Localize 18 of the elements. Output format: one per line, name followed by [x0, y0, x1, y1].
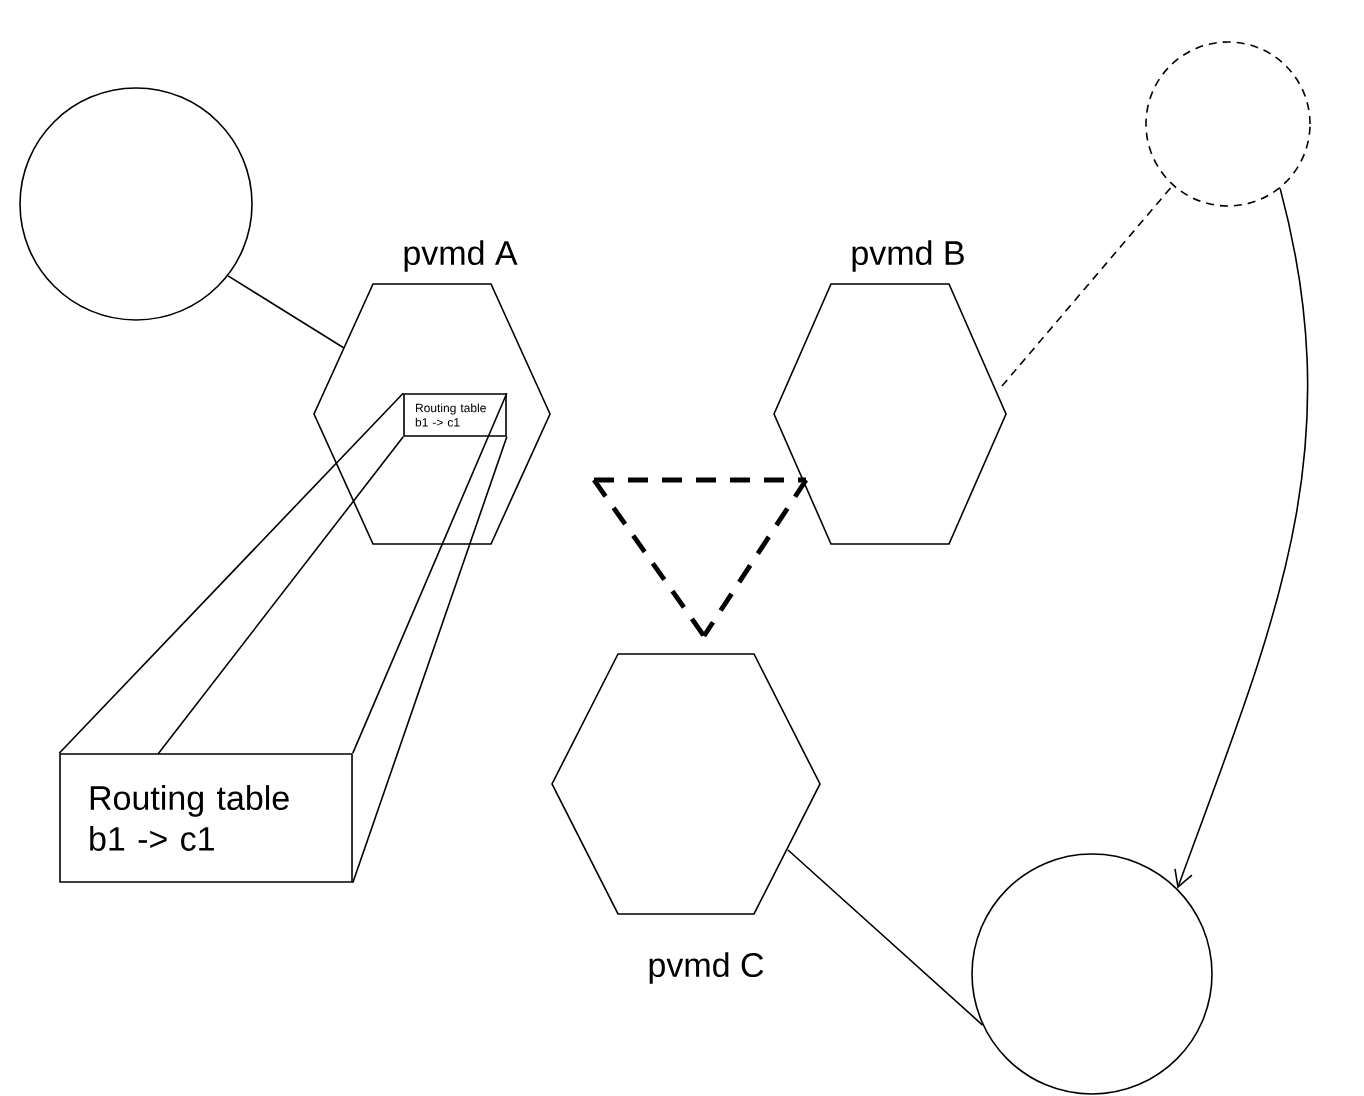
circle [971, 853, 1213, 1095]
hexagon-label: pvmd C [649, 952, 764, 984]
leader-line [352, 392, 508, 754]
hexagon-label: pvmd A [404, 240, 518, 272]
line [227, 275, 345, 349]
hexagon-label: pvmd B [852, 240, 964, 272]
circle [19, 87, 253, 321]
dashed-line [1001, 184, 1174, 387]
leader-line [157, 435, 405, 755]
leader-line [352, 435, 508, 884]
leader-line [58, 392, 405, 754]
line [787, 849, 984, 1026]
curved-arrow [1174, 187, 1309, 889]
routing-table-box: Routing table b1 -> c1 [59, 753, 353, 883]
circle [1145, 41, 1311, 207]
dashed-line [702, 478, 808, 638]
dashed-line [592, 478, 706, 638]
dashed-line [594, 477, 806, 483]
